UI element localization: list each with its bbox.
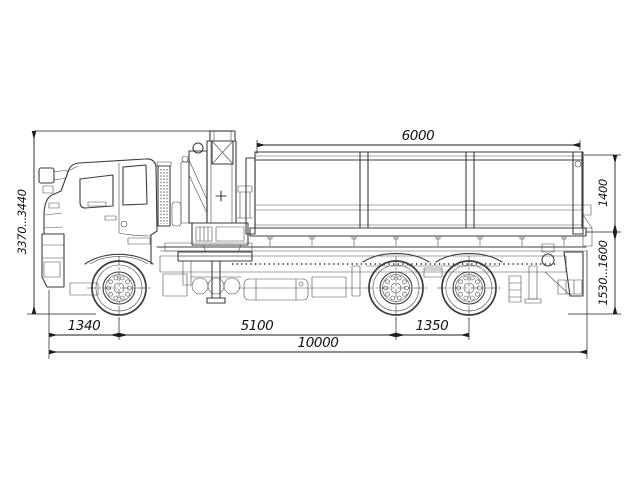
tow-hook-mount (541, 243, 555, 253)
dimension-front-overhang: 1340 (49, 318, 119, 338)
taillight-unit (557, 279, 583, 295)
underframe-equipment (162, 265, 542, 304)
tow-hook (541, 253, 555, 267)
marker-lamp (48, 202, 60, 209)
sun-visor (65, 165, 79, 173)
platform-length-label: 6000 (402, 128, 435, 144)
bottom-extension-lines (48, 250, 588, 359)
wheelbase-label: 5100 (241, 318, 274, 334)
rear-support-leg (524, 265, 542, 304)
truck-side-view (38, 130, 593, 320)
platform-side-board (254, 159, 583, 229)
fuel-tank (243, 278, 309, 301)
crane-boom-section (211, 140, 234, 165)
door-window (122, 164, 148, 206)
platform-stanchion (465, 151, 475, 229)
bogie-spread-label: 1350 (416, 318, 449, 334)
middle-axle-wheel (364, 256, 428, 320)
door-step (127, 237, 151, 245)
air-intake-stack (156, 161, 182, 227)
cab-badge (87, 201, 107, 207)
crane-folded-boom (188, 142, 208, 224)
tie-hooks (267, 235, 567, 240)
outrigger-foot (206, 297, 226, 304)
mirror (38, 167, 68, 194)
fuel-filler-cap (120, 220, 128, 228)
dimension-side-height: 1400 (584, 154, 621, 233)
loading-height-label: 1530...1600 (596, 240, 610, 305)
dimension-loading-height: 1530...1600 (568, 232, 621, 315)
side-height-label: 1400 (596, 179, 610, 207)
battery-box (311, 276, 347, 298)
overall-height-label: 3370...3440 (15, 189, 29, 254)
crane-lift-cylinder (180, 155, 190, 224)
door-seam (118, 163, 152, 237)
cargo-platform (245, 151, 593, 247)
dimension-bogie-spread: 1350 (396, 318, 469, 338)
outrigger-beam (177, 251, 253, 304)
front-bumper (41, 233, 65, 288)
dimension-overall-height: 3370...3440 (15, 130, 233, 315)
air-tanks (191, 276, 241, 295)
front-overhang-label: 1340 (68, 318, 101, 334)
rear-axle-wheel (437, 256, 501, 320)
chassis-frame (156, 242, 587, 289)
rear-hitch-assembly (541, 243, 584, 297)
dimension-wheelbase: 5100 (119, 318, 396, 338)
side-window (79, 174, 114, 209)
front-wheel (87, 256, 151, 320)
door-handle (104, 215, 117, 221)
dimension-platform-length: 6000 (256, 128, 581, 154)
cab (38, 158, 182, 296)
platform-stanchion (359, 151, 369, 229)
platform-floor (249, 227, 587, 246)
rear-mudflap (508, 275, 522, 303)
platform-rear-post (572, 151, 593, 247)
wheel-fenders (84, 252, 503, 278)
crane-base (191, 222, 249, 253)
platform-front-stand (237, 185, 253, 219)
overall-length-label: 10000 (298, 335, 339, 351)
front-bogie-mudflap (351, 265, 361, 297)
entry-step (69, 282, 99, 296)
dimension-overall-length: 10000 (49, 335, 588, 355)
crane-manipulator (177, 130, 253, 304)
bogie-balance-beam (423, 267, 443, 278)
fog-light (43, 261, 61, 278)
